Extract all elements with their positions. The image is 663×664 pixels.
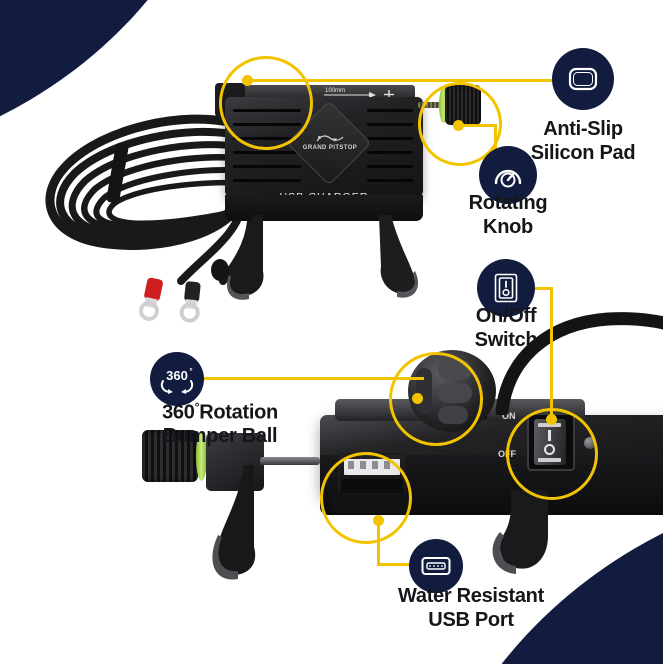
rocker-switch-icon: [494, 273, 518, 303]
brand-logo-icon: [316, 135, 344, 142]
connector-line-rotating-knob-v: [494, 124, 497, 152]
connector-dot-switch: [546, 414, 557, 425]
badge-on-off-switch[interactable]: [477, 259, 535, 317]
connector-line-silicon-pad: [248, 78, 560, 82]
silicon-pad-icon: [568, 67, 598, 91]
label-360-number: 360: [162, 401, 195, 424]
connector-line-switch-v: [550, 287, 553, 420]
knob-knurled-bottom: [142, 430, 198, 482]
connector-line-usb-h: [377, 563, 409, 566]
svg-text:°: °: [189, 367, 192, 376]
label-water-resistant-usb-port: Water Resistant USB Port: [346, 585, 596, 632]
ruler-scale: 100mm: [324, 88, 394, 99]
badge-anti-slip-silicon-pad[interactable]: [552, 48, 614, 110]
connector-line-rotating-knob-h: [459, 124, 497, 127]
cable-bottom-graphic: [495, 312, 663, 415]
product-photo-top: 100mm: [0, 20, 481, 323]
label-360-degree: °: [194, 400, 200, 414]
label-line-2: Knob: [483, 215, 533, 238]
highlight-ring-rotating-knob: [418, 82, 502, 166]
label-line-2: Bumper Ball: [162, 425, 278, 448]
label-line-2: Switch: [474, 328, 538, 351]
highlight-ring-bumper-ball: [389, 352, 483, 446]
connector-dot-silicon-pad: [242, 75, 253, 86]
label-360-word: Rotation: [199, 401, 278, 424]
connector-dot-360: [412, 393, 423, 404]
label-line-2: USB Port: [428, 608, 514, 631]
highlight-ring-silicon-pad: [219, 56, 313, 150]
label-line-1: Anti-Slip: [543, 118, 623, 140]
switch-on-label: ON: [502, 411, 516, 421]
hook-arm-left: [212, 465, 256, 580]
grip-arm-left: [227, 215, 264, 300]
connector-dot-rotating-knob: [453, 120, 464, 131]
rotating-knob-icon: [492, 161, 524, 189]
connector-line-360-stub: [352, 377, 418, 380]
badge-rotating-knob[interactable]: [479, 146, 537, 204]
360-rotation-icon: 360 °: [155, 363, 199, 395]
svg-text:100mm: 100mm: [325, 88, 345, 94]
label-line-1: Water Resistant: [398, 585, 544, 607]
connector-line-360: [196, 377, 424, 380]
label-rotating-knob: Rotating Knob: [428, 192, 588, 239]
label-anti-slip-silicon-pad: Anti-Slip Silicon Pad: [488, 118, 663, 165]
grip-arm-right: [379, 215, 419, 298]
label-line-1: 360°Rotation: [100, 400, 340, 425]
highlight-ring-usb-port: [320, 452, 412, 544]
label-on-off-switch: On/Off Switch: [426, 305, 586, 352]
connector-line-switch-h: [521, 287, 553, 290]
label-line-2: Silicon Pad: [530, 141, 636, 164]
brand-name: GRAND PITSTOP: [302, 145, 358, 151]
svg-text:360: 360: [166, 368, 188, 383]
label-line-1: Rotating: [468, 192, 548, 214]
badge-360-rotation[interactable]: 360 °: [150, 352, 204, 406]
connector-line-usb-v: [377, 520, 380, 566]
green-ring-bottom: [196, 431, 207, 481]
label-line-1: On/Off: [475, 305, 537, 327]
label-360-rotation: 360°Rotation Bumper Ball: [100, 400, 340, 449]
ring-terminals-graphic: [138, 277, 201, 323]
usb-port-icon: [421, 555, 451, 577]
